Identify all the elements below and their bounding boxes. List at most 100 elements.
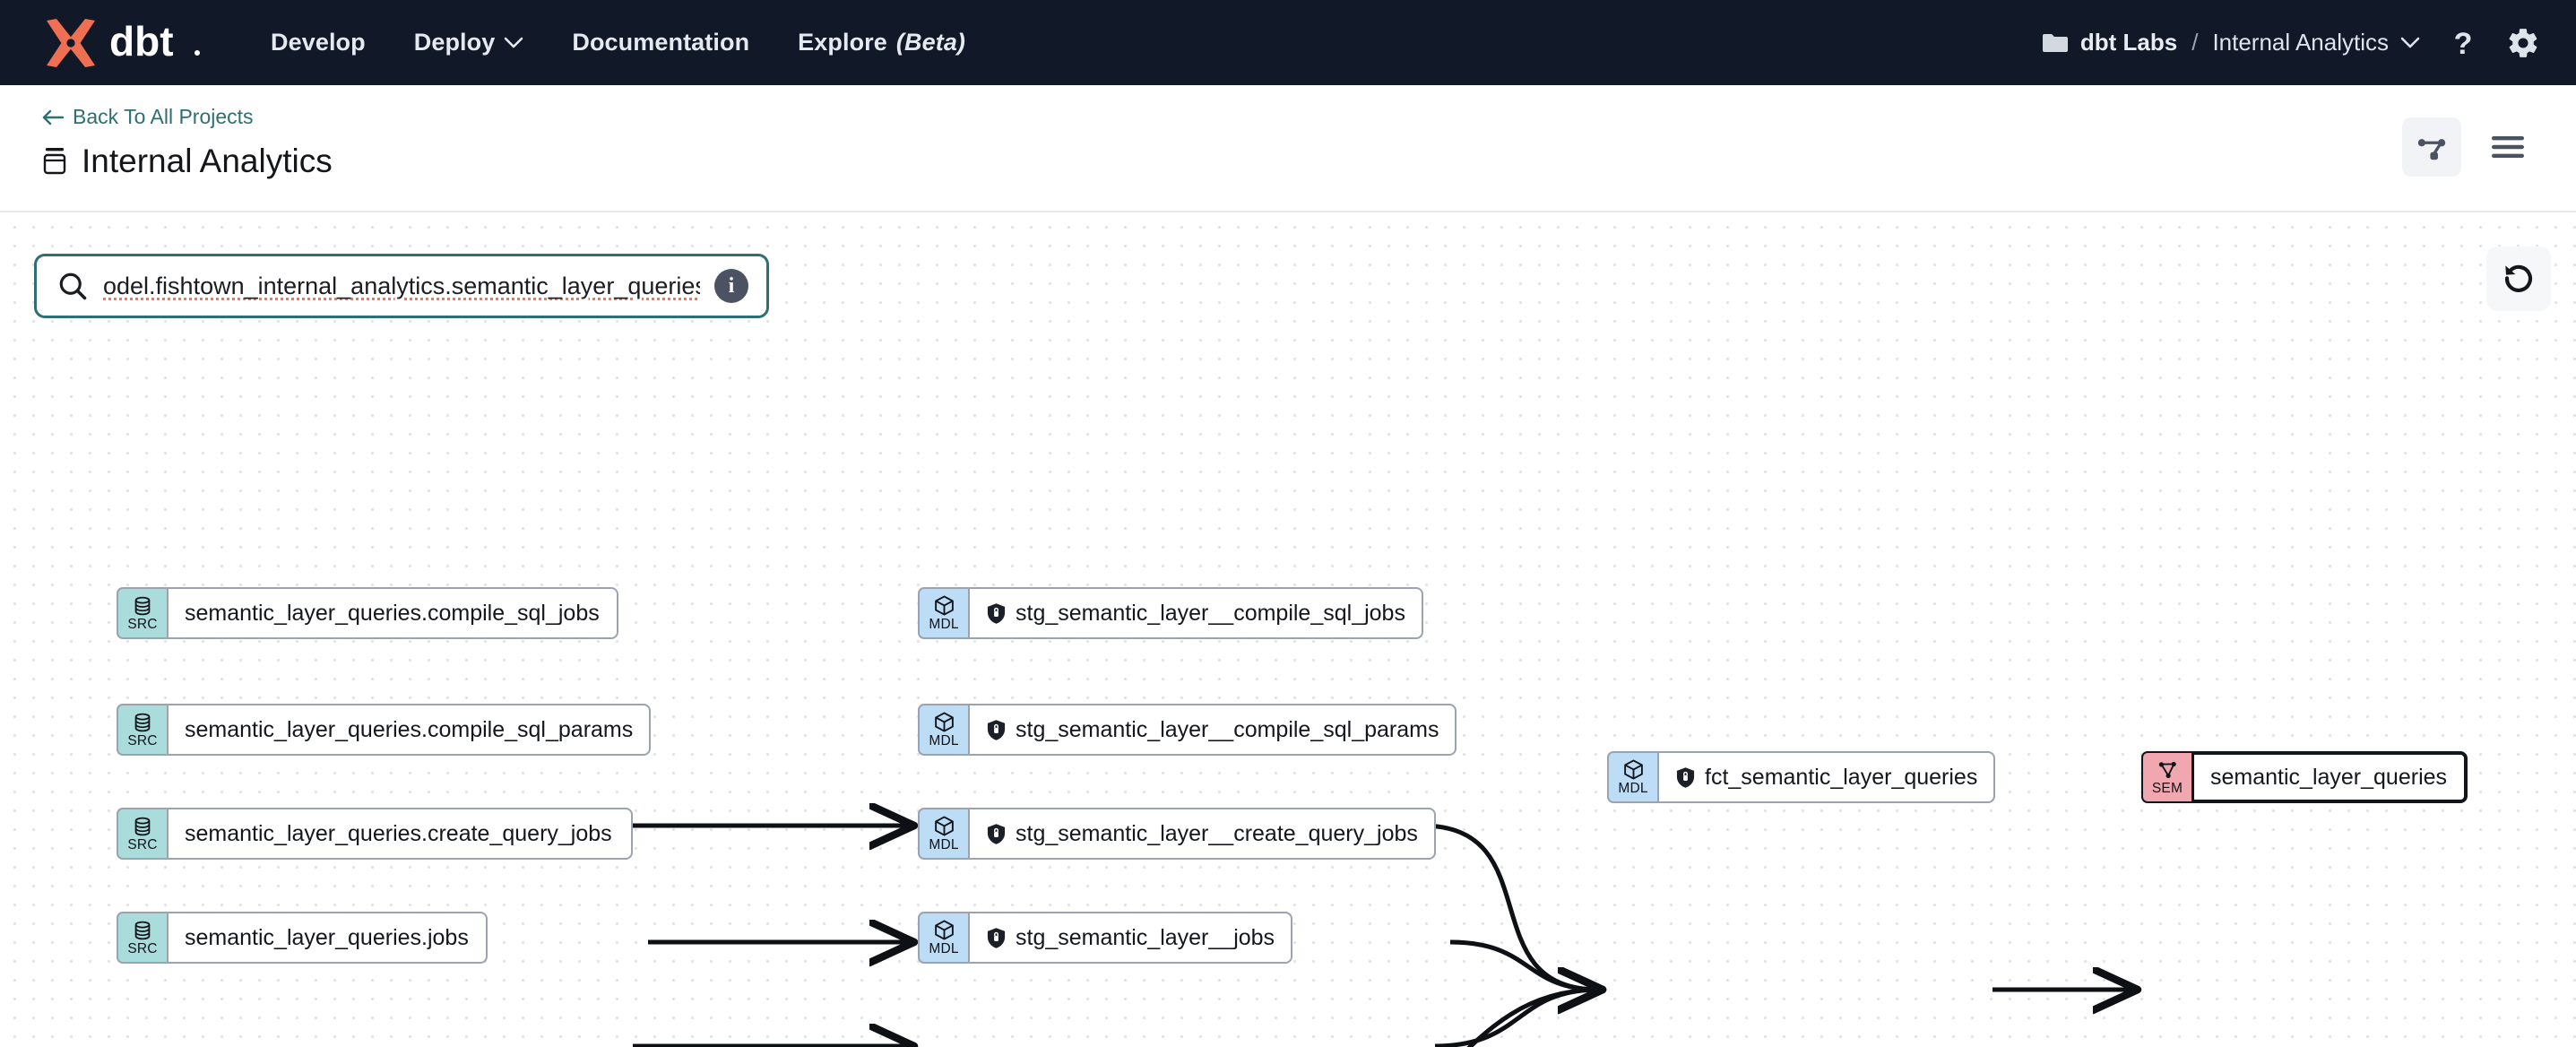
svg-text:dbt: dbt — [109, 22, 174, 65]
database-cylinder-icon — [134, 596, 151, 616]
node-body[interactable]: stg_semantic_layer__compile_sql_jobs — [968, 587, 1423, 639]
node-body[interactable]: stg_semantic_layer__compile_sql_params — [968, 704, 1457, 756]
question-mark-icon: ? — [2454, 27, 2473, 60]
shield-lock-icon — [1676, 766, 1695, 788]
node-type-badge-mdl: MDL — [918, 912, 968, 964]
node-label: stg_semantic_layer__create_query_jobs — [1016, 820, 1418, 846]
node-body[interactable]: fct_semantic_layer_queries — [1657, 751, 1996, 803]
database-cylinder-icon — [134, 817, 151, 836]
help-button[interactable]: ? — [2447, 26, 2479, 60]
page-title: Internal Analytics — [82, 142, 333, 179]
nav-label-deploy: Deploy — [413, 29, 496, 56]
nav-item-deploy[interactable]: Deploy — [414, 29, 524, 56]
shield-lock-icon — [987, 719, 1006, 740]
lineage-node-mdl4[interactable]: MDL stg_semantic_layer__jobs — [918, 912, 1293, 964]
node-type-badge-src: SRC — [117, 808, 167, 860]
org-project-breadcrumb[interactable]: dbt Labs / Internal Analytics — [2042, 29, 2420, 56]
node-type-badge-mdl: MDL — [918, 808, 968, 860]
database-icon — [43, 147, 66, 174]
shield-lock-icon — [987, 602, 1006, 624]
database-cylinder-icon — [134, 713, 151, 732]
node-label: stg_semantic_layer__compile_sql_jobs — [1016, 600, 1405, 626]
search-input[interactable]: odel.fishtown_internal_analytics.semanti… — [103, 272, 700, 299]
node-body[interactable]: semantic_layer_queries.compile_sql_param… — [167, 704, 652, 756]
lineage-node-mdl3[interactable]: MDL stg_semantic_layer__create_query_jobs — [918, 808, 1436, 860]
node-label: semantic_layer_queries — [2210, 764, 2448, 790]
lineage-node-mdl1[interactable]: MDL stg_semantic_layer__compile_sql_jobs — [918, 587, 1423, 639]
node-type-label: MDL — [929, 941, 959, 957]
node-type-badge-mdl: MDL — [1607, 751, 1657, 803]
node-label: stg_semantic_layer__jobs — [1016, 924, 1275, 950]
nav-item-explore[interactable]: Explore (Beta) — [798, 29, 965, 56]
page-title-row: Internal Analytics — [41, 143, 2535, 180]
cube-icon — [934, 595, 954, 616]
nav-label-develop: Develop — [271, 29, 366, 56]
node-type-label: SRC — [127, 836, 158, 852]
node-body[interactable]: semantic_layer_queries.jobs — [167, 912, 488, 964]
nav-badge-beta: (Beta) — [895, 29, 966, 56]
database-cylinder-icon — [134, 921, 151, 940]
node-body[interactable]: semantic_layer_queries — [2191, 751, 2468, 803]
node-type-badge-mdl: MDL — [918, 704, 968, 756]
dbt-x-mark-icon — [47, 18, 95, 67]
dbt-wordmark-icon: dbt — [109, 22, 200, 65]
nav-item-documentation[interactable]: Documentation — [572, 29, 749, 56]
lineage-graph: SRC semantic_layer_queries.compile_sql_jo… — [0, 212, 2576, 1047]
gear-icon — [2509, 28, 2537, 57]
view-mode-actions — [2402, 117, 2535, 177]
node-body[interactable]: semantic_layer_queries.compile_sql_jobs — [167, 587, 618, 639]
node-type-label: MDL — [929, 837, 959, 853]
search-bar[interactable]: odel.fishtown_internal_analytics.semanti… — [34, 254, 769, 318]
node-type-badge-src: SRC — [117, 912, 167, 964]
node-type-badge-src: SRC — [117, 704, 167, 756]
node-type-label: SRC — [127, 732, 158, 748]
back-link-label: Back To All Projects — [73, 105, 254, 128]
node-label: semantic_layer_queries.compile_sql_param… — [185, 716, 634, 742]
nav-label-explore: Explore — [798, 29, 887, 56]
cube-icon — [934, 920, 954, 940]
lineage-node-sem[interactable]: SEM semantic_layer_queries — [2141, 751, 2468, 803]
node-body[interactable]: stg_semantic_layer__create_query_jobs — [968, 808, 1436, 860]
lineage-node-src4[interactable]: SRC semantic_layer_queries.jobs — [117, 912, 488, 964]
org-name-label: dbt Labs — [2079, 29, 2178, 56]
node-type-badge-mdl: MDL — [918, 587, 968, 639]
nav-right-cluster: dbt Labs / Internal Analytics ? — [2042, 0, 2540, 85]
cube-icon — [1623, 759, 1643, 780]
dbt-logo[interactable]: dbt — [41, 17, 215, 69]
node-type-label: MDL — [929, 733, 959, 749]
reset-view-button[interactable] — [2486, 247, 2551, 311]
node-type-label: SEM — [2151, 781, 2183, 797]
edge-mdl4-fct — [1466, 990, 1599, 1047]
chevron-down-icon — [2400, 37, 2420, 48]
nav-item-develop[interactable]: Develop — [271, 29, 366, 56]
node-body[interactable]: semantic_layer_queries.create_query_jobs — [167, 808, 633, 860]
lineage-node-mdl2[interactable]: MDL stg_semantic_layer__compile_sql_param… — [918, 704, 1457, 756]
semantic-network-icon — [2158, 762, 2176, 779]
lineage-view-toggle-button[interactable] — [2402, 117, 2461, 177]
back-to-all-projects-link[interactable]: Back To All Projects — [41, 105, 254, 129]
node-label: stg_semantic_layer__compile_sql_params — [1016, 716, 1439, 742]
lineage-canvas[interactable]: odel.fishtown_internal_analytics.semanti… — [0, 212, 2576, 1047]
info-icon[interactable]: i — [714, 269, 748, 303]
lineage-node-fct[interactable]: MDL fct_semantic_layer_queries — [1607, 751, 1996, 803]
arrow-left-icon — [42, 109, 65, 125]
breadcrumb-separator: / — [2191, 29, 2199, 56]
node-label: fct_semantic_layer_queries — [1705, 764, 1978, 790]
node-type-label: MDL — [1618, 781, 1648, 797]
node-type-label: MDL — [929, 617, 959, 633]
svg-text:?: ? — [2454, 27, 2473, 60]
folder-icon — [2042, 33, 2068, 52]
node-type-label: SRC — [127, 940, 158, 956]
shield-lock-icon — [987, 927, 1006, 948]
lineage-node-src2[interactable]: SRC semantic_layer_queries.compile_sql_pa… — [117, 704, 652, 756]
node-label: semantic_layer_queries.compile_sql_jobs — [185, 600, 600, 626]
list-view-toggle-button[interactable] — [2481, 117, 2535, 177]
shield-lock-icon — [987, 823, 1006, 844]
node-body[interactable]: stg_semantic_layer__jobs — [968, 912, 1293, 964]
cube-icon — [934, 712, 954, 732]
lineage-node-src3[interactable]: SRC semantic_layer_queries.create_query_j… — [117, 808, 633, 860]
node-label: semantic_layer_queries.create_query_jobs — [185, 820, 612, 846]
settings-button[interactable] — [2506, 26, 2540, 60]
node-label: semantic_layer_queries.jobs — [185, 924, 469, 950]
